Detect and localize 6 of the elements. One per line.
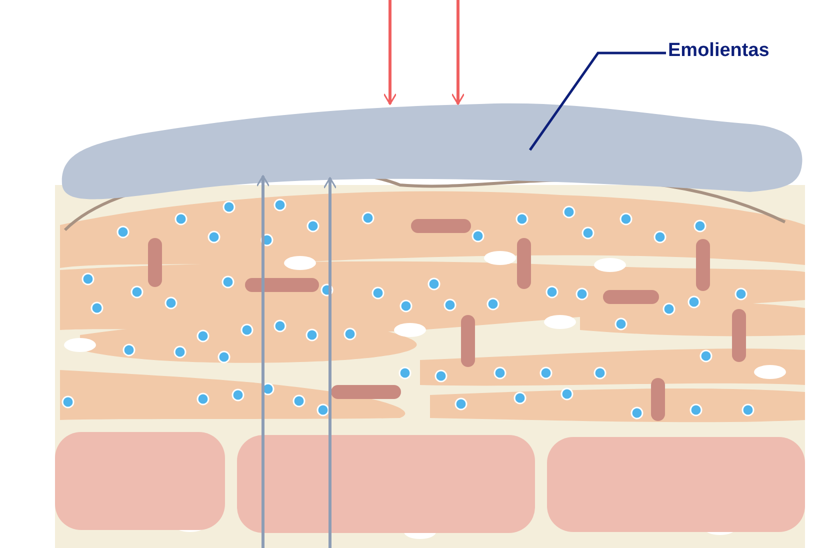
leader-line [528,52,666,151]
arrow [256,175,270,548]
arrow [451,0,465,105]
arrow [383,0,397,105]
arrow [323,177,337,548]
callout-label: Emolientas [668,40,770,62]
